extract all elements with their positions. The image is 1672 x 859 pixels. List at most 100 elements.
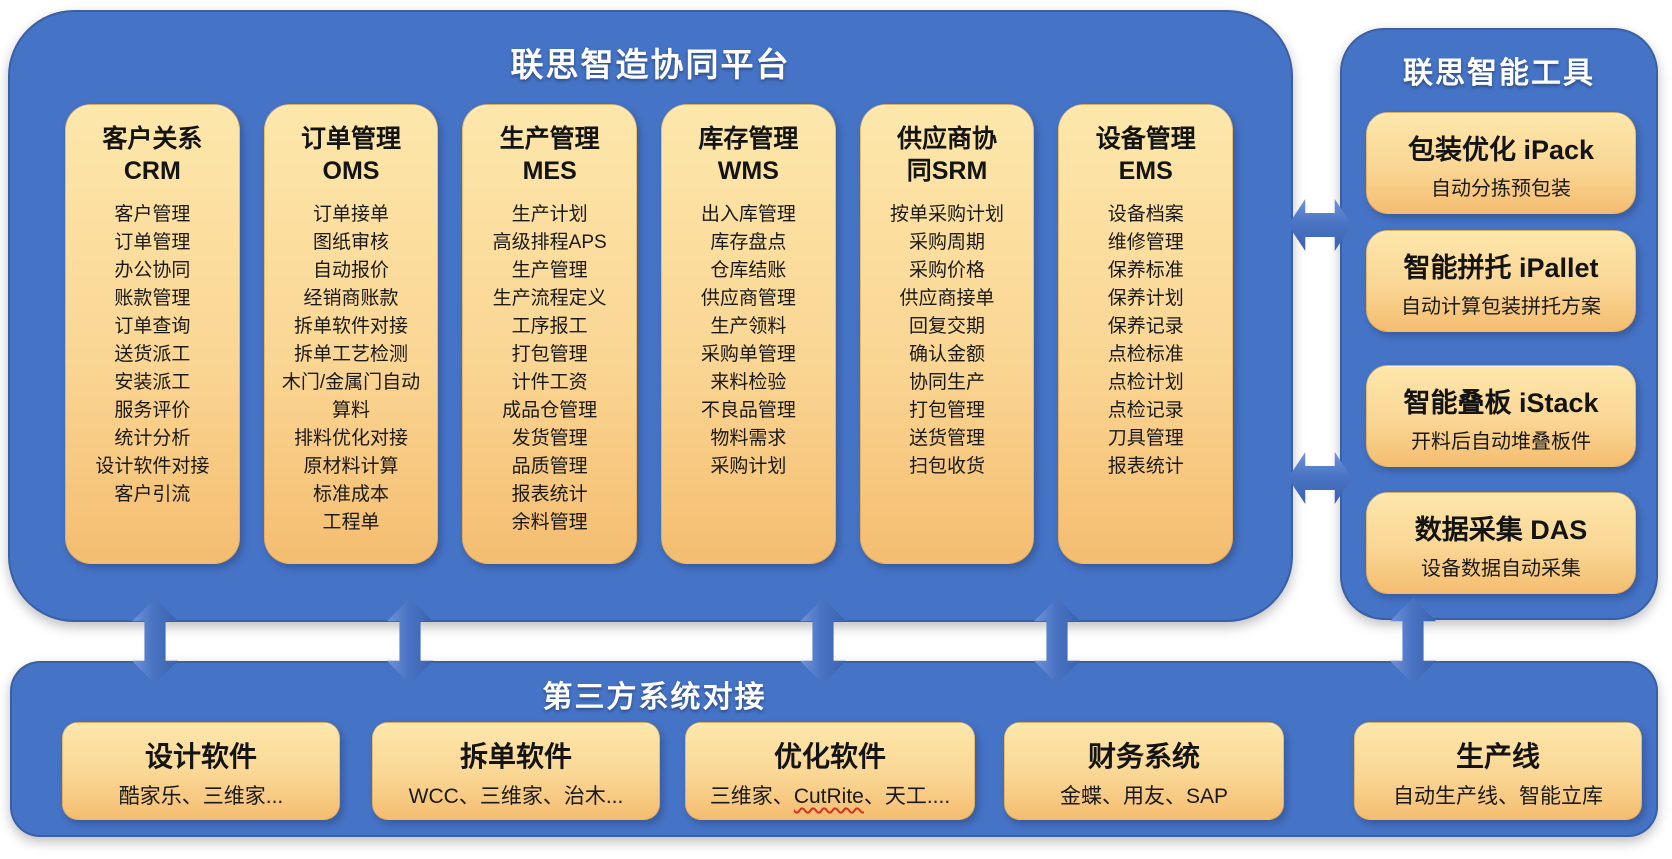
tool-title: 包装优化 iPack	[1407, 135, 1595, 165]
feature-item: 经销商账款	[303, 288, 399, 309]
feature-item: 客户引流	[114, 484, 191, 505]
feature-item: 回复交期	[909, 316, 986, 337]
feature-item: 物料需求	[710, 428, 787, 449]
module-header: 客户关系 CRM	[74, 123, 231, 187]
feature-item: 工程单	[322, 512, 380, 533]
feature-item: 保养记录	[1107, 316, 1184, 337]
module-card-mes: 生产管理 MES 生产计划 高级排程APS 生产管理 生产流程定义 工序报工 打…	[462, 104, 638, 564]
feature-item: 订单管理	[114, 232, 191, 253]
feature-item: 送货派工	[114, 344, 191, 365]
third-party-card-design: 设计软件 酷家乐、三维家...	[62, 722, 340, 820]
feature-item: 点检标准	[1107, 344, 1184, 365]
module-feature-list: 客户管理 订单管理 办公协同 账款管理 订单查询 送货派工 安装派工 服务评价 …	[74, 201, 231, 509]
tp-subtitle: 自动生产线、智能立库	[1393, 785, 1603, 808]
feature-item: 刀具管理	[1107, 428, 1184, 449]
tp-subtitle-pre: 三维家、	[709, 785, 794, 808]
feature-item: 报表统计	[1107, 456, 1184, 477]
feature-item: 设计软件对接	[95, 456, 210, 477]
feature-item: 来料检验	[710, 372, 787, 393]
feature-item: 订单查询	[114, 316, 191, 337]
tp-title: 优化软件	[773, 741, 886, 772]
feature-item: 木门/金属门自动算料	[281, 372, 421, 421]
module-code: EMS	[1118, 157, 1173, 185]
feature-item: 采购单管理	[700, 344, 796, 365]
module-card-ems: 设备管理 EMS 设备档案 维修管理 保养标准 保养计划 保养记录 点检标准 点…	[1058, 104, 1234, 564]
third-party-panel: 第三方系统对接 设计软件 酷家乐、三维家... 拆单软件 WCC、三维家、治木.…	[10, 661, 1658, 837]
feature-item: 按单采购计划	[890, 204, 1005, 225]
feature-item: 生产计划	[511, 204, 588, 225]
feature-item: 生产领料	[710, 316, 787, 337]
feature-item: 品质管理	[511, 456, 588, 477]
feature-item: 高级排程APS	[492, 232, 607, 253]
feature-item: 仓库结账	[710, 260, 787, 281]
module-card-wms: 库存管理 WMS 出入库管理 库存盘点 仓库结账 供应商管理 生产领料 采购单管…	[661, 104, 836, 564]
feature-item: 打包管理	[909, 400, 986, 421]
feature-item: 标准成本	[313, 484, 390, 505]
tp-subtitle-spellcheck: CutRite	[793, 785, 864, 808]
platform-title: 联思智造协同平台	[510, 46, 791, 83]
feature-item: 库存盘点	[710, 232, 787, 253]
feature-item: 采购价格	[909, 260, 986, 281]
tp-title: 财务系统	[1087, 741, 1200, 772]
feature-item: 计件工资	[511, 372, 588, 393]
feature-item: 自动报价	[313, 260, 390, 281]
feature-item: 统计分析	[114, 428, 191, 449]
third-party-card-optimization: 优化软件 三维家、CutRite、天工....	[685, 722, 975, 820]
feature-item: 发货管理	[511, 428, 588, 449]
feature-item: 图纸审核	[313, 232, 390, 253]
tp-subtitle: WCC、三维家、治木...	[408, 785, 624, 808]
feature-item: 采购周期	[909, 232, 986, 253]
feature-item: 扫包收货	[909, 456, 986, 477]
feature-item: 余料管理	[511, 512, 588, 533]
feature-item: 维修管理	[1107, 232, 1184, 253]
tool-subtitle: 开料后自动堆叠板件	[1411, 431, 1591, 453]
feature-item: 报表统计	[511, 484, 588, 505]
feature-item: 安装派工	[114, 372, 191, 393]
feature-item: 保养计划	[1107, 288, 1184, 309]
module-header: 设备管理 EMS	[1067, 123, 1224, 187]
tools-title: 联思智能工具	[1403, 57, 1595, 90]
feature-item: 协同生产	[909, 372, 986, 393]
feature-item: 设备档案	[1107, 204, 1184, 225]
feature-item: 保养标准	[1107, 260, 1184, 281]
feature-item: 办公协同	[114, 260, 191, 281]
module-header: 订单管理 OMS	[273, 123, 430, 187]
module-feature-list: 按单采购计划 采购周期 采购价格 供应商接单 回复交期 确认金额 协同生产 打包…	[869, 201, 1026, 481]
feature-item: 不良品管理	[700, 400, 796, 421]
module-header: 供应商协 同SRM	[869, 123, 1026, 187]
tp-title: 设计软件	[144, 741, 257, 772]
module-name: 订单管理	[301, 125, 402, 153]
feature-item: 账款管理	[114, 288, 191, 309]
tools-panel: 联思智能工具 包装优化 iPack 自动分拣预包装 智能拼托 iPallet 自…	[1340, 28, 1658, 620]
module-code: WMS	[717, 157, 779, 185]
platform-columns: 客户关系 CRM 客户管理 订单管理 办公协同 账款管理 订单查询 送货派工 安…	[65, 104, 1234, 564]
feature-item: 客户管理	[114, 204, 191, 225]
feature-item: 排料优化对接	[294, 428, 409, 449]
feature-item: 采购计划	[710, 456, 787, 477]
feature-item: 工序报工	[511, 316, 588, 337]
module-feature-list: 订单接单 图纸审核 自动报价 经销商账款 拆单软件对接 拆单工艺检测 木门/金属…	[273, 201, 430, 537]
feature-item: 成品仓管理	[502, 400, 598, 421]
tool-card-das: 数据采集 DAS 设备数据自动采集	[1366, 492, 1636, 594]
feature-item: 拆单软件对接	[294, 316, 409, 337]
tp-title: 生产线	[1455, 741, 1540, 772]
feature-item: 拆单工艺检测	[294, 344, 409, 365]
tp-subtitle: 酷家乐、三维家...	[118, 785, 284, 808]
feature-item: 出入库管理	[700, 204, 796, 225]
tp-subtitle: 金蝶、用友、SAP	[1059, 785, 1229, 808]
tool-card-ipallet: 智能拼托 iPallet 自动计算包装拼托方案	[1366, 230, 1636, 332]
module-card-oms: 订单管理 OMS 订单接单 图纸审核 自动报价 经销商账款 拆单软件对接 拆单工…	[263, 104, 439, 564]
tp-subtitle-post: 、天工....	[863, 785, 951, 808]
third-party-card-finance: 财务系统 金蝶、用友、SAP	[1004, 722, 1284, 820]
tool-title: 数据采集 DAS	[1414, 515, 1588, 545]
tool-card-istack: 智能叠板 iStack 开料后自动堆叠板件	[1366, 365, 1636, 467]
tool-title: 智能叠板 iStack	[1403, 388, 1599, 418]
module-code: CRM	[123, 157, 181, 185]
feature-item: 点检计划	[1107, 372, 1184, 393]
tp-subtitle: 三维家、CutRite、天工....	[686, 780, 974, 810]
tool-subtitle: 设备数据自动采集	[1421, 558, 1581, 580]
platform-panel: 联思智造协同平台 客户关系 CRM 客户管理 订单管理 办公协同 账款管理 订单…	[8, 10, 1293, 622]
feature-item: 生产管理	[511, 260, 588, 281]
module-header: 生产管理 MES	[471, 123, 628, 187]
